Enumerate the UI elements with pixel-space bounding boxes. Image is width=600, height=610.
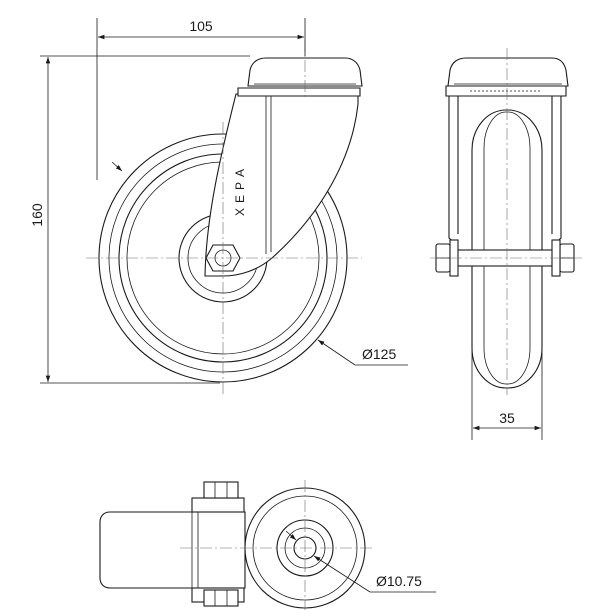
logo-letter-a: A <box>233 169 247 177</box>
logo-letter-x: X <box>233 208 247 216</box>
side-view: A P E X <box>86 40 363 395</box>
top-bolt-bottom <box>203 589 239 607</box>
top-fork-arm <box>99 511 246 589</box>
front-swivel-head <box>447 57 569 87</box>
front-fork-right <box>551 96 562 247</box>
dimension-d10-75: Ø10.75 <box>285 530 436 593</box>
front-fork-left <box>448 96 459 247</box>
logo-letter-p: P <box>233 182 247 190</box>
dimension-35-label: 35 <box>499 410 515 426</box>
top-fork-plate-top <box>191 497 245 513</box>
dimension-160-label: 160 <box>29 203 45 227</box>
dimension-d10-75-label: Ø10.75 <box>376 573 422 589</box>
top-view <box>99 480 375 610</box>
front-view <box>430 48 585 395</box>
dimension-105: 105 <box>96 18 306 180</box>
dimension-d125-leader <box>317 339 356 366</box>
logo-letter-e: E <box>233 195 247 203</box>
dimension-d125: Ø125 <box>111 161 408 366</box>
dimension-160: 160 <box>29 55 250 384</box>
fork-top-plate <box>237 87 361 97</box>
dimension-105-label: 105 <box>189 18 213 34</box>
top-bolt-top <box>203 481 239 499</box>
dimension-d10-75-leader <box>313 555 371 593</box>
dimension-d125-label: Ø125 <box>362 346 396 362</box>
fork-leg <box>204 93 359 277</box>
dimension-35: 35 <box>471 300 543 440</box>
